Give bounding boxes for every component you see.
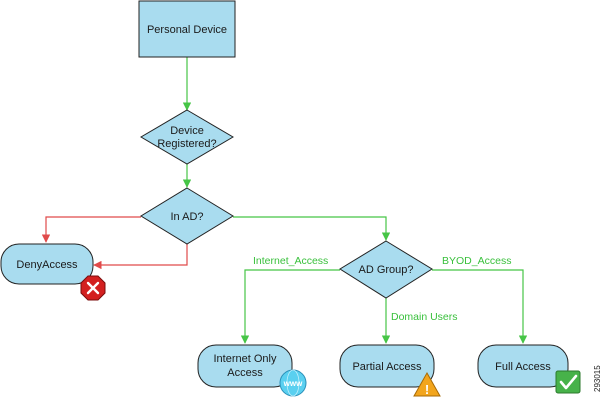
node-ad-group: AD Group? xyxy=(339,240,433,299)
edge-inad-to-deny-bottom xyxy=(93,244,188,270)
personal-device-label: Personal Device xyxy=(147,24,227,36)
node-partial-access: Partial Access ! xyxy=(339,344,441,397)
full-access-box xyxy=(477,344,569,388)
edge-label-byod-access: BYOD_Access xyxy=(442,255,511,267)
node-internet-only-access: Internet Only Access www xyxy=(197,344,307,397)
ad-group-label: AD Group? xyxy=(358,264,413,276)
warning-icon-glyph: ! xyxy=(425,382,429,397)
edge-inad-to-adgroup xyxy=(233,216,391,241)
figure-id: 293015 xyxy=(593,365,602,392)
partial-access-box xyxy=(339,344,435,388)
deny-access-box xyxy=(0,243,94,285)
in-ad-label: In AD? xyxy=(170,211,203,223)
edge-label-domain-users: Domain Users xyxy=(391,311,458,323)
deny-access-label: DenyAccess xyxy=(16,259,78,271)
deny-x-icon xyxy=(80,275,106,301)
node-in-ad: In AD? xyxy=(140,187,234,245)
edge-label-internet-access: Internet_Access xyxy=(253,255,328,267)
personal-device-box xyxy=(138,0,236,58)
www-icon-text: www xyxy=(283,379,303,388)
device-registered-label-line2: Registered? xyxy=(157,138,216,150)
node-full-access: Full Access xyxy=(477,344,581,394)
device-registered-diamond xyxy=(140,109,234,165)
edge-adgroup-to-internet xyxy=(240,269,340,344)
checkmark-icon xyxy=(555,370,581,394)
node-personal-device: Personal Device xyxy=(138,0,236,58)
ad-group-diamond xyxy=(339,240,433,299)
partial-access-label: Partial Access xyxy=(352,361,422,373)
node-device-registered: Device Registered? xyxy=(140,109,234,165)
internet-only-access-label-line1: Internet Only xyxy=(214,353,277,365)
in-ad-diamond xyxy=(140,187,234,245)
edge-inad-to-deny-top xyxy=(41,216,141,243)
edge-adgroup-to-full xyxy=(432,269,528,344)
device-registered-label-line1: Device xyxy=(170,125,204,137)
edges xyxy=(41,57,528,344)
internet-only-access-box xyxy=(197,344,293,388)
full-access-label: Full Access xyxy=(495,361,551,373)
www-globe-icon: www xyxy=(279,369,307,397)
internet-only-access-label-line2: Access xyxy=(227,367,263,379)
node-deny-access: DenyAccess xyxy=(0,243,106,301)
warning-icon: ! xyxy=(413,371,441,397)
